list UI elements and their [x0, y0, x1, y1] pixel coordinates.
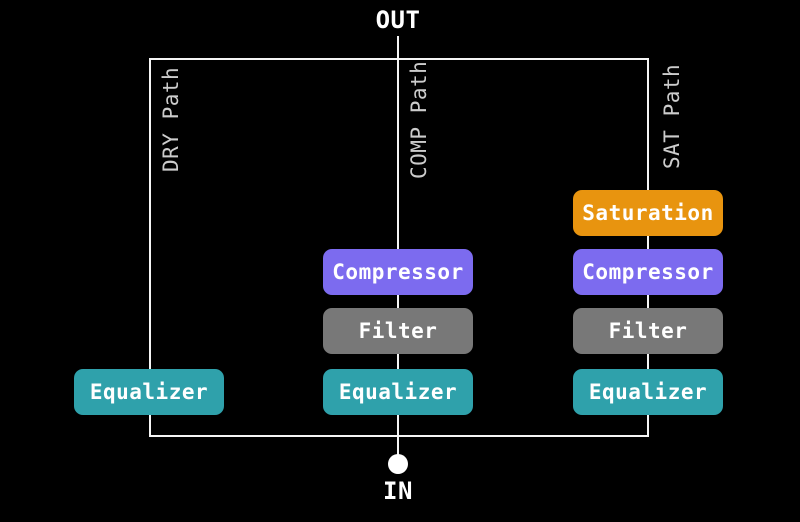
sat-path-label: SAT Path	[660, 63, 684, 169]
signal-routing-frame	[149, 58, 649, 437]
filter-block-comp[interactable]: Filter	[323, 308, 473, 354]
filter-block-sat[interactable]: Filter	[573, 308, 723, 354]
saturation-block-sat[interactable]: Saturation	[573, 190, 723, 236]
input-node-circle	[388, 454, 408, 474]
equalizer-block-comp[interactable]: Equalizer	[323, 369, 473, 415]
dry-path-label: DRY Path	[159, 66, 183, 172]
compressor-block-sat[interactable]: Compressor	[573, 249, 723, 295]
equalizer-block-sat[interactable]: Equalizer	[573, 369, 723, 415]
comp-path-label: COMP Path	[407, 60, 431, 179]
output-label: OUT	[375, 6, 421, 34]
compressor-block-comp[interactable]: Compressor	[323, 249, 473, 295]
input-label: IN	[383, 477, 413, 505]
comp-path-line	[397, 36, 399, 455]
equalizer-block-dry[interactable]: Equalizer	[74, 369, 224, 415]
